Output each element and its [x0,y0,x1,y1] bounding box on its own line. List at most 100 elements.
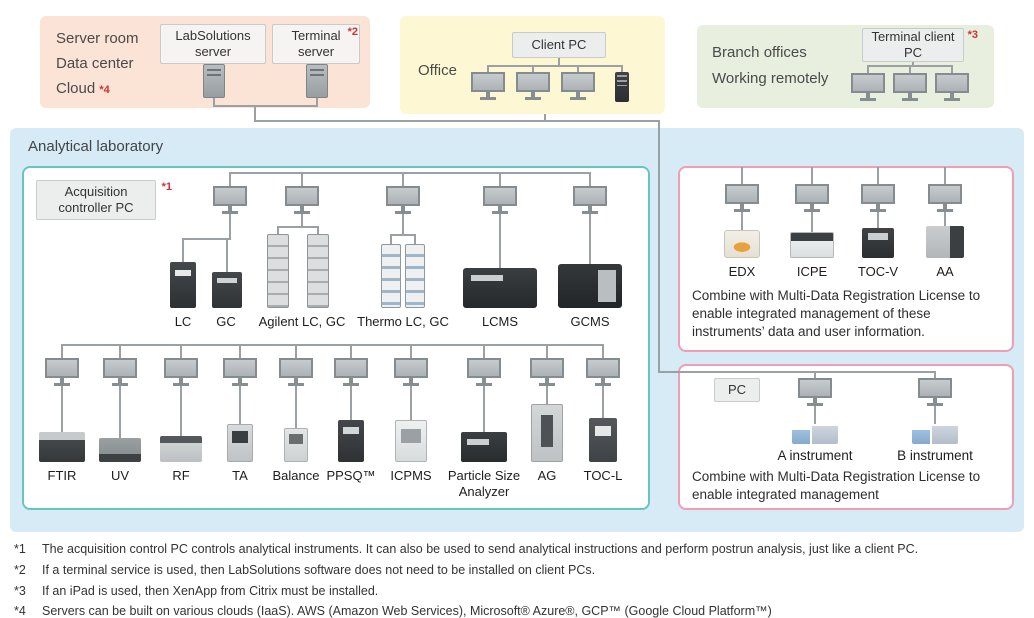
monitor-icon [334,358,368,386]
connector-line [544,114,546,122]
connector-line [119,344,121,358]
connector-line [350,344,352,358]
a-instrument-icon [792,424,838,444]
instrument-label-ta: TA [232,468,248,483]
connector-line [944,212,946,226]
instrument-label-a: A instrument [777,448,853,463]
connector-line [390,234,392,244]
connector-line [301,214,303,228]
server-room-line: Server room [56,30,139,47]
acquisition-controller-pc-chip: Acquisition controller PC *1 [36,180,172,220]
pc-chip: PC [714,378,760,402]
row1-bus-line [229,172,591,174]
instrument-label-aa: AA [936,264,954,279]
icpms-icon [395,420,427,462]
connector-line [229,214,231,240]
connector-line [226,238,228,272]
monitor-icon [45,358,79,386]
lcms-icon [463,268,537,308]
connector-line [119,386,121,438]
cloud-footnote-marker: *4 [99,84,110,96]
rf-icon [160,436,202,462]
connector-line [577,65,579,73]
b-instrument-icon [912,424,958,444]
gc-icon [212,272,242,308]
connector-line [182,238,184,262]
connector-line [301,172,303,186]
connector-line [229,172,231,186]
connector-line [402,214,404,236]
ppsq-icon [338,420,364,462]
connector-line [213,105,318,107]
monitor-icon [586,358,620,386]
monitor-icon [725,184,759,212]
toc-v-icon [862,228,894,258]
footnote-row: *4 Servers can be built on various cloud… [14,602,1020,618]
connector-line [499,172,501,186]
instrument-label-lc: LC [174,314,192,329]
connector-line [487,65,489,73]
monitor-icon [561,72,595,100]
row2-bus-line [61,344,604,346]
footnote-marker: *2 [14,562,26,577]
monitor-icon [467,358,501,386]
terminal-client-pc-chip: Terminal client PC *3 [862,28,978,62]
instrument-label-tocv: TOC-V [857,264,899,279]
connector-line [589,172,591,186]
connector-line [811,167,813,184]
multidata-note: Combine with Multi-Data Registration Lic… [692,288,981,339]
thermo-lc-icon [381,244,401,308]
connector-line [182,238,230,240]
instrument-label-ppsq: PPSQ™ [326,468,376,483]
monitor-icon [928,184,962,212]
instrument-label-lcms: LCMS [481,314,519,329]
footnote-text: The acquisition control PC controls anal… [42,542,919,556]
connector-line [402,172,404,186]
agilent-gc-icon [307,234,329,308]
instrument-label-tocl: TOC-L [583,468,623,483]
monitor-icon [530,358,564,386]
monitor-icon [483,186,517,214]
instrument-label-balance: Balance [272,468,320,483]
footnote-marker: *4 [14,604,26,618]
terminal-server-chip: Terminal server *2 [272,24,360,64]
connector-line [558,58,560,67]
instrument-label-gc: GC [216,314,236,329]
monitor-icon [279,358,313,386]
data-center-line: Data center [56,55,134,72]
connector-line [61,344,63,358]
instrument-label-edx: EDX [728,264,756,279]
footnote-marker: *1 [14,542,26,556]
connector-line [295,386,297,428]
particle-size-analyzer-icon [461,432,507,462]
footnote-row: *3 If an iPad is used, then XenApp from … [14,582,1020,601]
connector-line [602,344,604,358]
connector-line [61,386,63,432]
monitor-icon [471,72,505,100]
thermo-gc-icon [405,244,425,308]
lc-icon [170,262,196,308]
branch-offices-line: Branch offices [712,44,807,61]
tower-pc-icon [615,72,629,102]
instrument-label-icpms: ICPMS [390,468,432,483]
connector-line [934,406,936,424]
ta-icon [227,424,253,462]
monitor-icon [223,358,257,386]
instrument-label-uv: UV [110,468,130,483]
monitor-icon [213,186,247,214]
monitor-icon [798,378,832,406]
connector-line [487,65,623,67]
monitor-icon [795,184,829,212]
connector-line [814,406,816,424]
connector-line [934,371,936,379]
monitor-icon [935,73,969,101]
main-vertical-line [658,120,660,373]
terminal-server-footnote-marker: *2 [347,26,358,38]
connector-line [277,226,279,234]
connector-line [867,65,869,73]
ftir-icon [39,432,85,462]
server-icon [306,64,328,98]
monitor-icon [918,378,952,406]
server-room-text: Server room Data center Cloud *4 [56,26,139,103]
